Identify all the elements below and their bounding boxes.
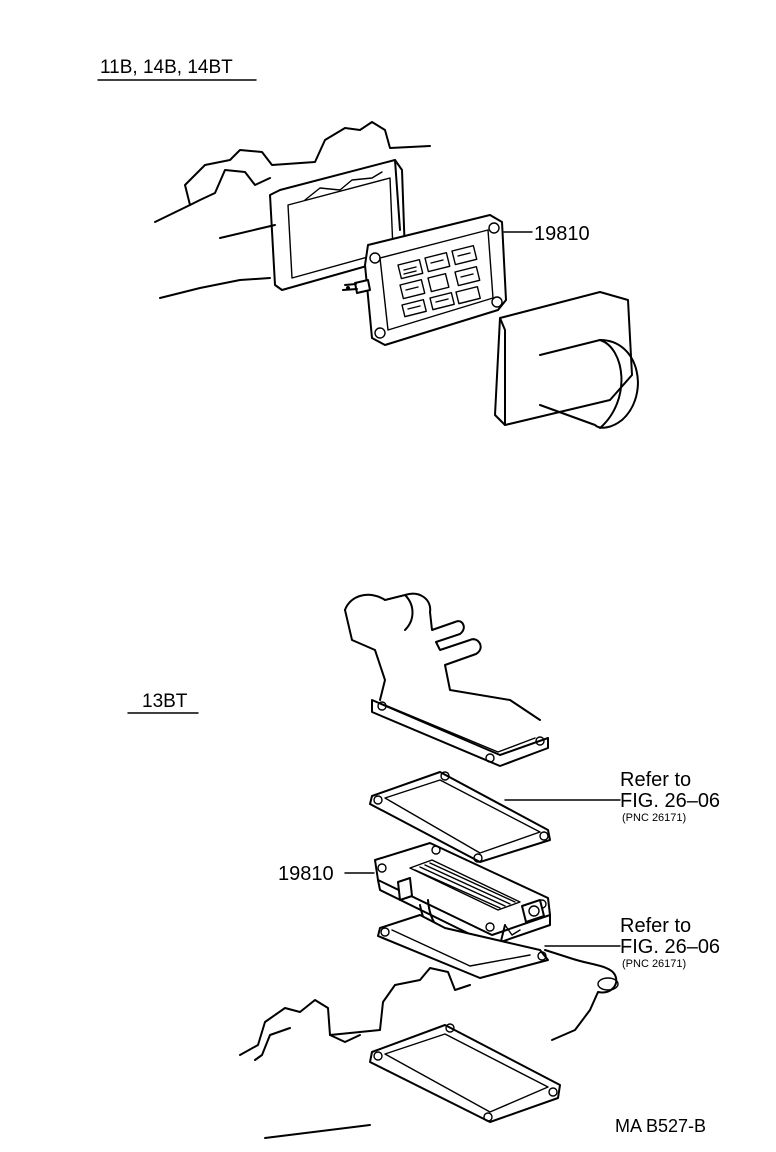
ref-1-line2: FIG. 26–06 [620, 790, 720, 812]
figure-code: MA B527-B [615, 1116, 706, 1136]
ref-1-pnc: (PNC 26171) [622, 812, 686, 824]
control-unit-bottom [374, 842, 551, 955]
engine-label-bottom: 13BT [142, 691, 188, 712]
ref-2-line2: FIG. 26–06 [620, 936, 720, 958]
ref-1-line1: Refer to [620, 769, 691, 791]
intake-elbow [344, 592, 549, 767]
bottom-section: 13BT [127, 592, 720, 1139]
lower-gasket [377, 914, 549, 979]
part-number-top: 19810 [534, 223, 590, 245]
engine-label-top: 11B, 14B, 14BT [100, 57, 233, 78]
intake-manifold-bottom [239, 949, 619, 1139]
upper-gasket [369, 771, 551, 863]
inlet-box-top [494, 291, 639, 429]
ref-2-pnc: (PNC 26171) [622, 958, 686, 970]
top-section: 11B, 14B, 14BT [97, 57, 639, 429]
part-number-bottom: 19810 [278, 863, 334, 885]
control-unit-plate-top [342, 214, 507, 346]
ref-2-line1: Refer to [620, 915, 691, 937]
